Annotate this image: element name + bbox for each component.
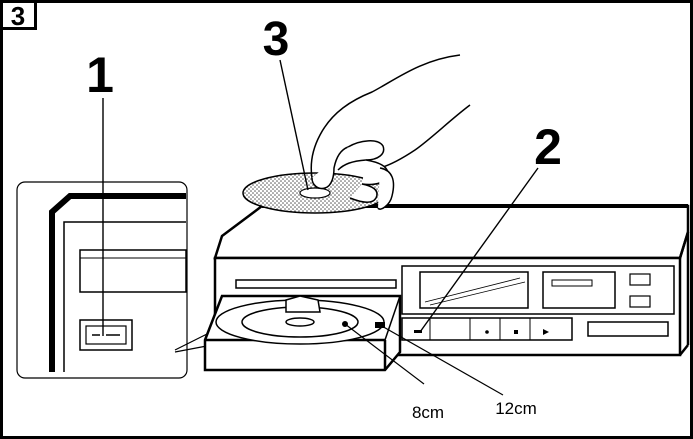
spindle <box>285 317 315 327</box>
corner-badge: 3 <box>0 0 37 31</box>
leader-12cm <box>379 324 504 396</box>
panel-button-upper <box>629 273 651 286</box>
panel-button-lower <box>629 295 651 308</box>
label-12cm: 12cm <box>495 399 537 418</box>
inset-closeup <box>16 181 188 379</box>
callout-2-leader <box>419 167 539 333</box>
callout-3: 3 <box>263 13 290 66</box>
arm-upper <box>310 54 461 179</box>
secondary-display <box>542 271 616 309</box>
disc-tray <box>203 294 402 372</box>
tray-slot <box>235 279 397 289</box>
inset-display-window <box>79 249 187 293</box>
callout-3-leader <box>279 59 309 191</box>
callout-1: 1 <box>86 47 114 103</box>
hand-holding-disc <box>242 54 471 214</box>
label-8cm: 8cm <box>412 403 444 422</box>
player-top-surface <box>213 204 690 260</box>
callout-2: 2 <box>534 119 562 175</box>
inset-device-edge <box>49 193 186 372</box>
right-slot <box>587 321 669 337</box>
corner-badge-number: 3 <box>11 1 25 31</box>
leader-8cm <box>344 323 425 385</box>
